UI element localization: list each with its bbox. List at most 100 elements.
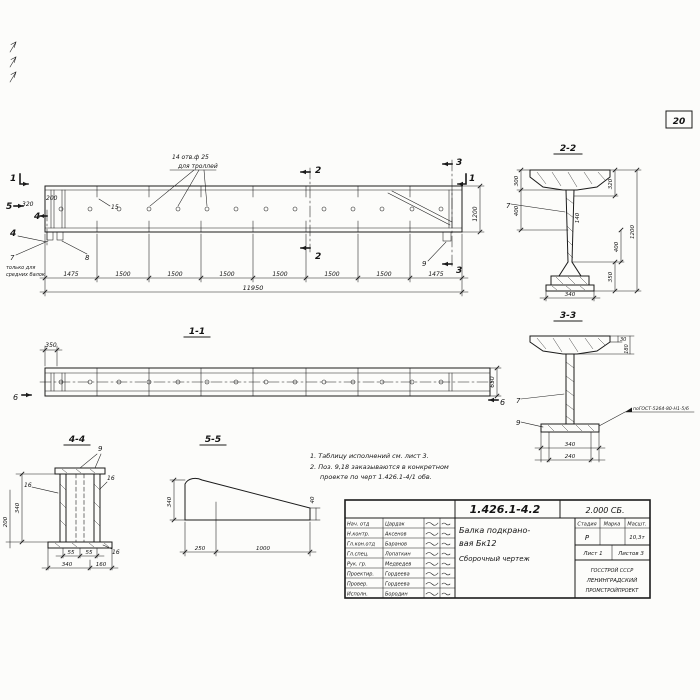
notes: 1. Таблицу исполнений см. лист 3. 2. Поз… bbox=[310, 452, 449, 481]
dim-label: 350 bbox=[45, 342, 57, 349]
dim-label: 1500 bbox=[115, 271, 130, 278]
sig-role: Рук. гр. bbox=[347, 562, 367, 568]
hole-callout: 14 отв.ф 25 bbox=[172, 154, 209, 161]
page-margin-marks bbox=[9, 41, 17, 83]
stiffener-ticks bbox=[96, 185, 411, 233]
sig-name: Гордеева bbox=[385, 572, 410, 578]
dim-label: 1500 bbox=[272, 271, 287, 278]
mass-value: 10,3т bbox=[629, 535, 645, 541]
dim-label: 1200 bbox=[472, 206, 479, 221]
note-label: средних балок bbox=[6, 272, 45, 278]
dim-label: 1500 bbox=[219, 271, 234, 278]
section-mark: 6 bbox=[13, 393, 18, 402]
dim-label: 320 bbox=[22, 201, 34, 208]
section-title: 5-5 bbox=[205, 435, 221, 445]
sig-role: Гл.спец. bbox=[347, 552, 369, 558]
dim-label: 1000 bbox=[256, 546, 270, 552]
dim-label: 340 bbox=[565, 292, 576, 298]
dim-label: 55 bbox=[86, 550, 93, 556]
weld-size-label: 16 bbox=[24, 482, 32, 489]
section-title: 2-2 bbox=[560, 144, 576, 154]
col-header: Марка bbox=[604, 522, 621, 528]
pos-label: 8 bbox=[85, 254, 90, 262]
dim-label: 200 bbox=[3, 516, 9, 527]
dim-label: 55 bbox=[68, 550, 75, 556]
pos-label: 9 bbox=[422, 260, 427, 268]
section-title: 3-3 bbox=[560, 311, 576, 321]
trolley-holes bbox=[58, 206, 444, 212]
sig-name: Баранов bbox=[385, 542, 407, 548]
section-mark: 2 bbox=[315, 166, 321, 176]
pos-label: 9 bbox=[98, 445, 103, 453]
dim-label: 200 bbox=[46, 195, 58, 202]
stage-value: Р bbox=[585, 534, 590, 542]
section-3-3: 3-3 30 180 7 9 поГОСТ-5264-80-Н1-5/6 bbox=[516, 311, 695, 463]
dim-label: 300 bbox=[514, 175, 520, 186]
sheet-number: 20 bbox=[665, 110, 693, 129]
weld-note: поГОСТ-5264-80-Н1-5/6 bbox=[633, 406, 689, 412]
dim-label: 650 bbox=[489, 376, 496, 388]
section-mark: 2 bbox=[315, 252, 321, 262]
col-header: Масшт. bbox=[627, 522, 646, 528]
section-mark: 1 bbox=[469, 174, 475, 184]
pos-label: 9 bbox=[516, 419, 521, 427]
sheet-number-label: 20 bbox=[673, 117, 686, 127]
plan-stiffeners bbox=[50, 367, 453, 397]
note-line: 1. Таблицу исполнений см. лист 3. bbox=[310, 452, 429, 460]
dim-label: 340 bbox=[62, 562, 73, 568]
section-mark: 4 bbox=[33, 212, 40, 222]
sig-name: Медведев bbox=[385, 562, 411, 568]
section-title: 1-1 bbox=[189, 327, 205, 337]
dim-label: 1500 bbox=[167, 271, 182, 278]
doc-number: 1.426.1-4.2 bbox=[470, 503, 541, 516]
note-label: только для bbox=[6, 265, 35, 271]
org-name: ГОССТРОЙ СССР bbox=[591, 567, 634, 574]
section-5-5: 5-5 340 40 250 1000 bbox=[167, 435, 321, 557]
note-line: 2. Поз. 9,18 заказываются в конкретном bbox=[310, 463, 449, 471]
sig-name: Бородин bbox=[385, 592, 408, 598]
sig-role: Исполн. bbox=[347, 592, 368, 598]
sig-name: Аксенов bbox=[384, 532, 407, 538]
dim-label: 320 bbox=[608, 178, 614, 189]
note-line: проекте по черт 1.426.1-4/1 обв. bbox=[320, 473, 432, 481]
pos-label: 15 bbox=[111, 204, 119, 211]
dim-label: 340 bbox=[15, 502, 21, 513]
dim-label: 40 bbox=[310, 496, 316, 503]
dimension-chain: 1475 1500 1500 1500 1500 1500 1500 1475 … bbox=[39, 233, 469, 297]
section-2-2: 2-2 300 400 7 140 bbox=[506, 144, 642, 302]
doc-code: 2.000 СБ. bbox=[585, 506, 624, 515]
dim-label: 400 bbox=[614, 241, 620, 252]
section-mark: 3 bbox=[456, 158, 462, 168]
section-4-4: 4-4 9 16 16 16 340 200 55 55 bbox=[3, 435, 120, 571]
dim-label: 160 bbox=[96, 562, 107, 568]
sig-role: Н.контр. bbox=[347, 532, 369, 538]
section-1-1: 1-1 350 bbox=[13, 327, 505, 407]
section-mark: 3 bbox=[456, 266, 462, 276]
sig-role: Гл.кон.отд bbox=[347, 542, 375, 548]
sheet-value: Лист 1 bbox=[582, 551, 602, 557]
dim-label: 1500 bbox=[324, 271, 339, 278]
signature-strokes bbox=[425, 522, 451, 596]
title-block: 1.426.1-4.2 2.000 СБ. Нач. отд Цардак Н.… bbox=[344, 499, 651, 599]
sheets-value: Листов 3 bbox=[617, 551, 644, 557]
drawing-subtitle: Сборочный чертеж bbox=[459, 555, 530, 563]
pos-label: 7 bbox=[516, 397, 521, 405]
dim-label: 30 bbox=[620, 337, 626, 343]
dim-label: 1475 bbox=[63, 271, 78, 278]
hole-callout: для троллей bbox=[177, 163, 218, 170]
weld-size-label: 16 bbox=[107, 475, 115, 482]
col-header: Стадия bbox=[577, 522, 596, 528]
dim-label: 1200 bbox=[630, 225, 636, 239]
weld-size-label: 16 bbox=[112, 549, 120, 556]
dim-label: 250 bbox=[195, 546, 206, 552]
section-mark: 5 bbox=[6, 202, 12, 212]
dim-label: 1500 bbox=[376, 271, 391, 278]
pos-label: 7 bbox=[10, 254, 15, 262]
sig-name: Лопаткин bbox=[384, 552, 411, 558]
pos-label: 7 bbox=[506, 202, 511, 210]
section-mark: 6 bbox=[500, 398, 505, 407]
plan-holes bbox=[58, 379, 444, 385]
sig-name: Гордеева bbox=[385, 582, 410, 588]
dim-label: 340 bbox=[565, 442, 576, 448]
